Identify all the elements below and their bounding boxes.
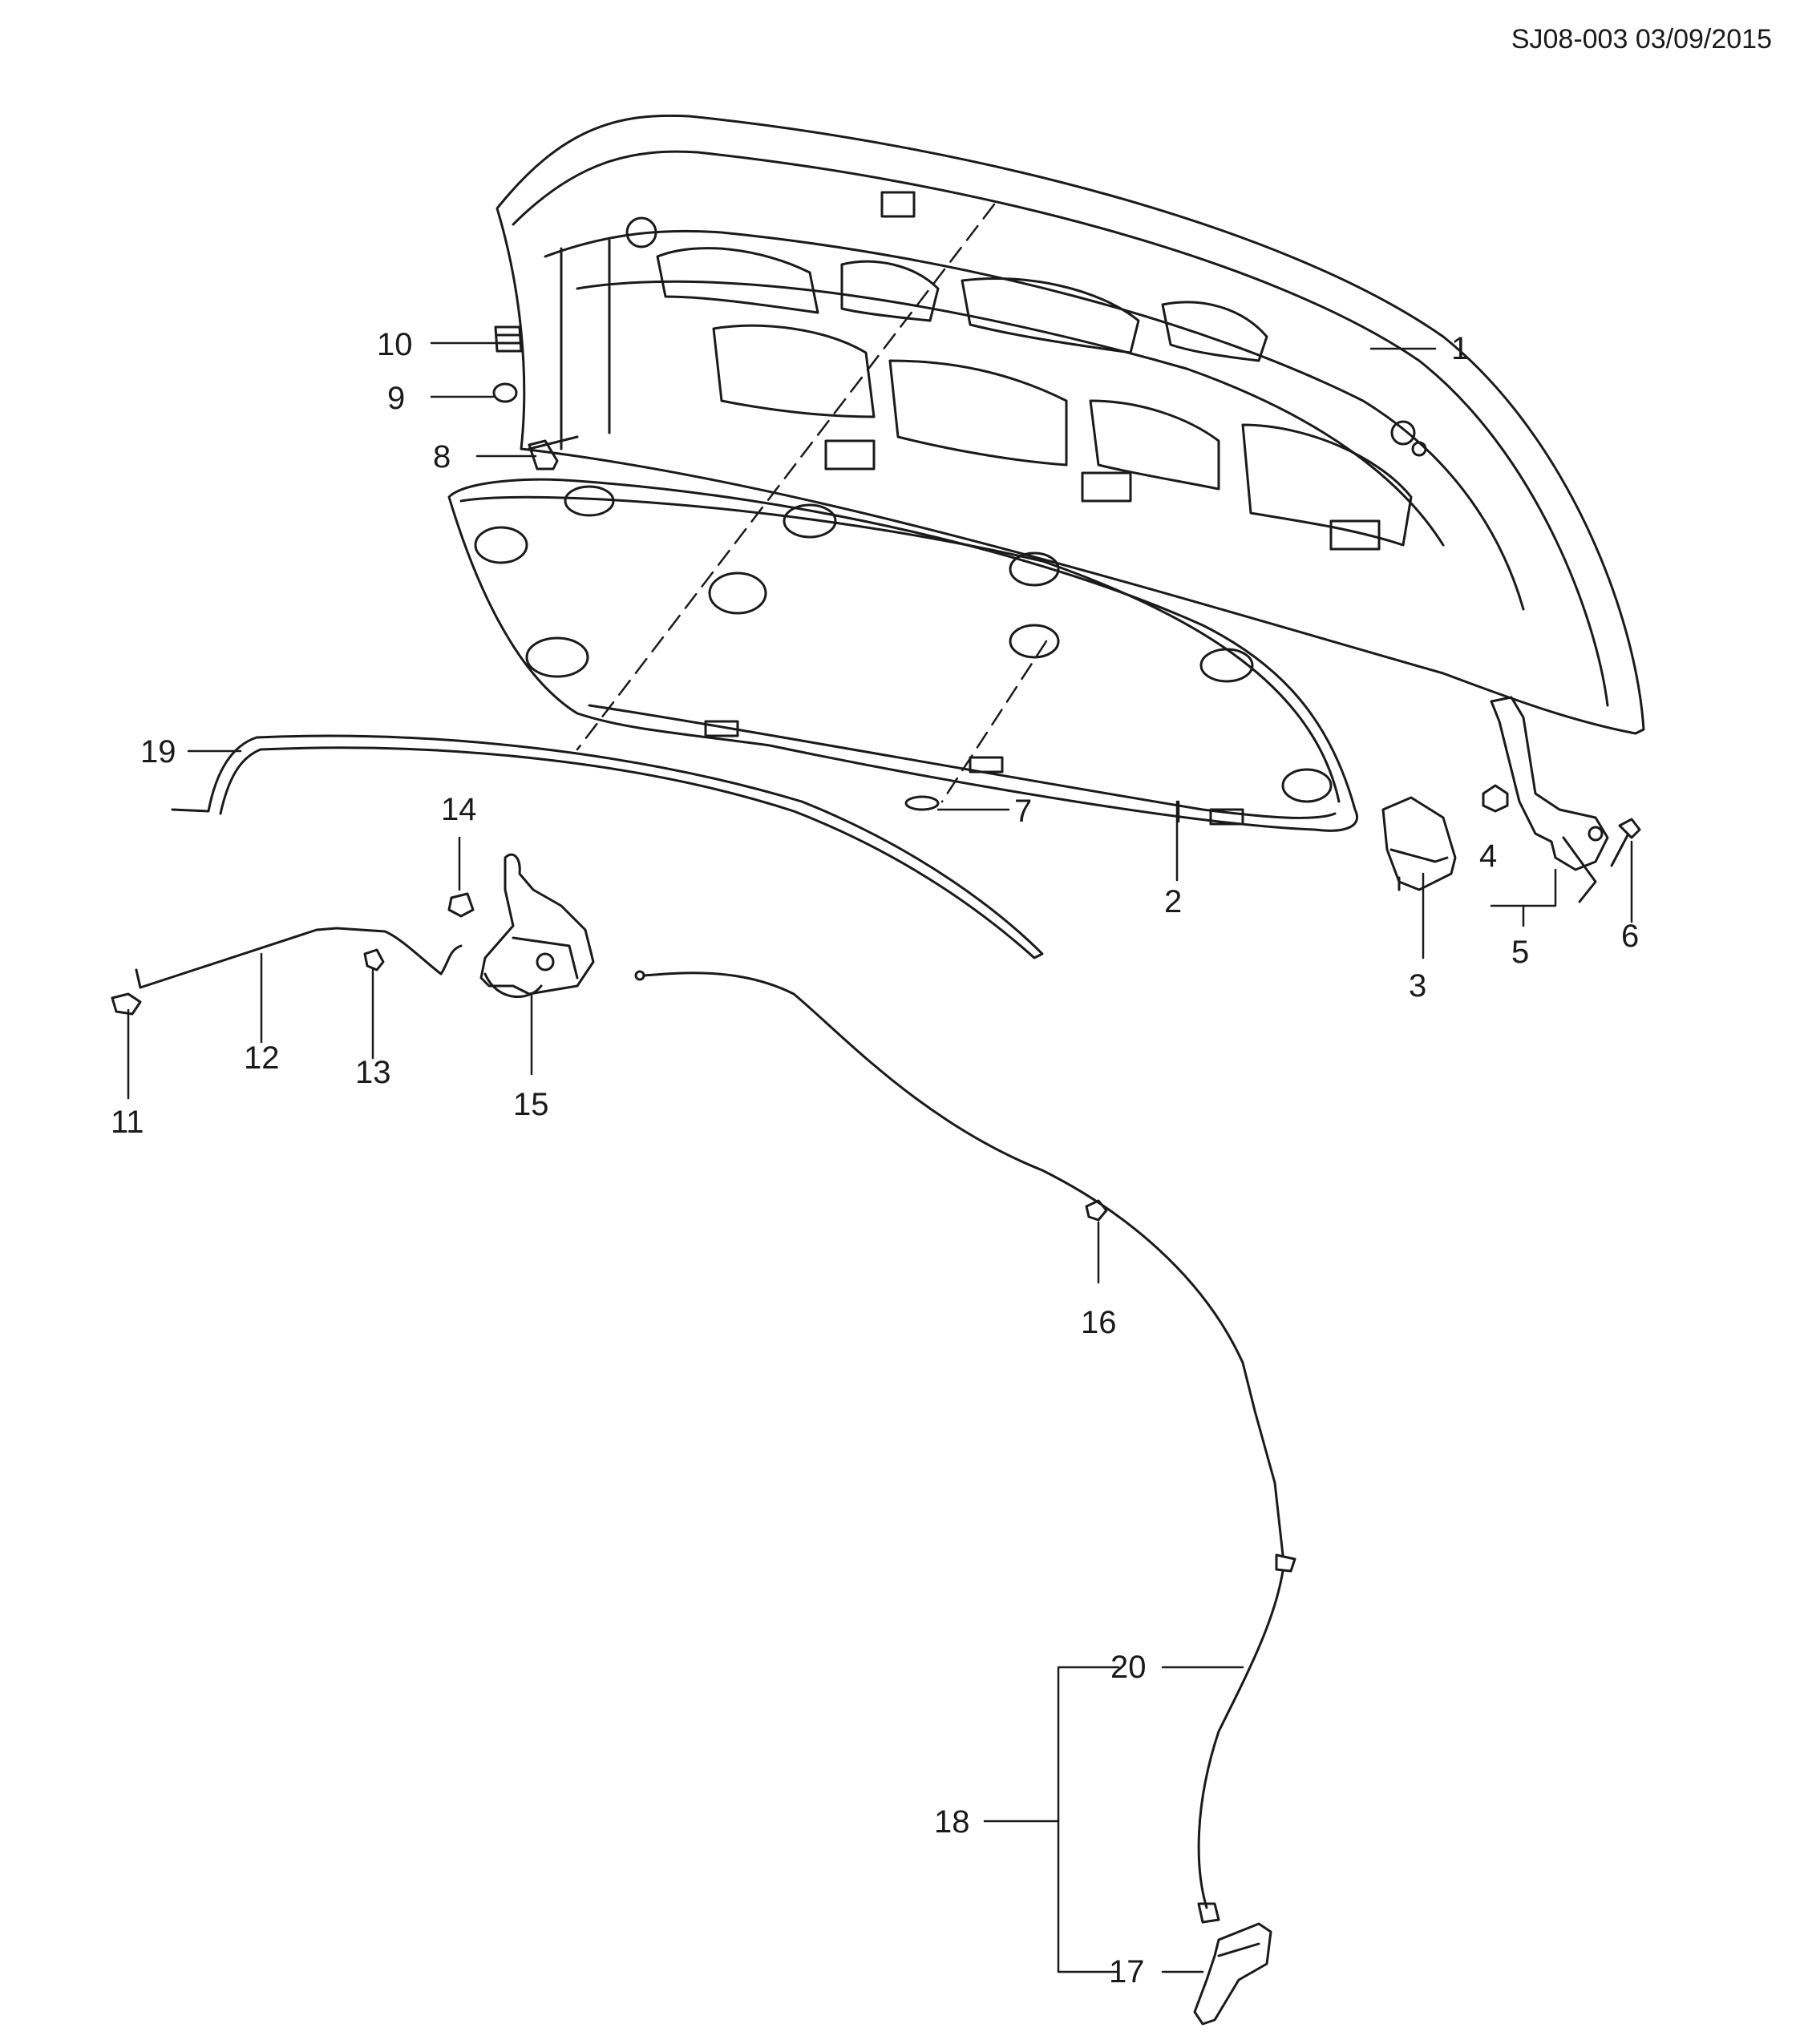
callout-19: 19 xyxy=(140,734,176,770)
hood-bumper-cap xyxy=(492,382,518,403)
callout-15: 15 xyxy=(513,1087,549,1122)
leader-lines xyxy=(127,341,1633,1973)
hinge-nut xyxy=(1482,784,1509,813)
prop-rod-clip xyxy=(111,992,142,1016)
callout-3: 3 xyxy=(1409,968,1427,1004)
callout-2: 2 xyxy=(1164,884,1183,919)
callout-17: 17 xyxy=(1109,1954,1145,1989)
hinge-cover xyxy=(1381,796,1457,891)
adjustable-hood-bumper xyxy=(494,325,523,353)
diagram-reference-code: SJ08-003 03/09/2015 xyxy=(1511,24,1772,55)
latch-bolt xyxy=(447,892,475,918)
hood-hinge xyxy=(1490,696,1609,903)
callout-8: 8 xyxy=(433,439,451,475)
hood-prop-rod xyxy=(135,927,463,989)
callout-4: 4 xyxy=(1479,838,1498,874)
hood-weatherstrip xyxy=(171,734,1044,959)
callout-1: 1 xyxy=(1451,331,1470,366)
hood-panel xyxy=(495,114,1645,735)
hood-release-cable xyxy=(634,970,1296,1924)
callout-12: 12 xyxy=(244,1040,280,1076)
alignment-lines xyxy=(576,203,1048,803)
callout-5: 5 xyxy=(1511,935,1530,970)
callout-14: 14 xyxy=(441,792,477,827)
hood-insulator-pad xyxy=(447,478,1358,832)
callout-13: 13 xyxy=(355,1055,391,1090)
callout-11: 11 xyxy=(111,1105,144,1140)
hood-bumper-bracket xyxy=(528,439,559,471)
callout-6: 6 xyxy=(1621,919,1640,954)
hinge-bolt xyxy=(1610,818,1641,867)
callout-7: 7 xyxy=(1014,794,1033,829)
callout-9: 9 xyxy=(387,381,406,416)
hood-release-handle xyxy=(1193,1922,1272,2026)
callout-20: 20 xyxy=(1110,1650,1147,1685)
prop-rod-grommet xyxy=(363,948,385,972)
callout-18: 18 xyxy=(934,1804,970,1840)
hood-latch xyxy=(479,853,595,998)
cable-clip xyxy=(1085,1199,1108,1222)
callout-10: 10 xyxy=(377,327,413,362)
callout-16: 16 xyxy=(1081,1305,1117,1340)
pad-retainer-clip xyxy=(904,795,940,811)
